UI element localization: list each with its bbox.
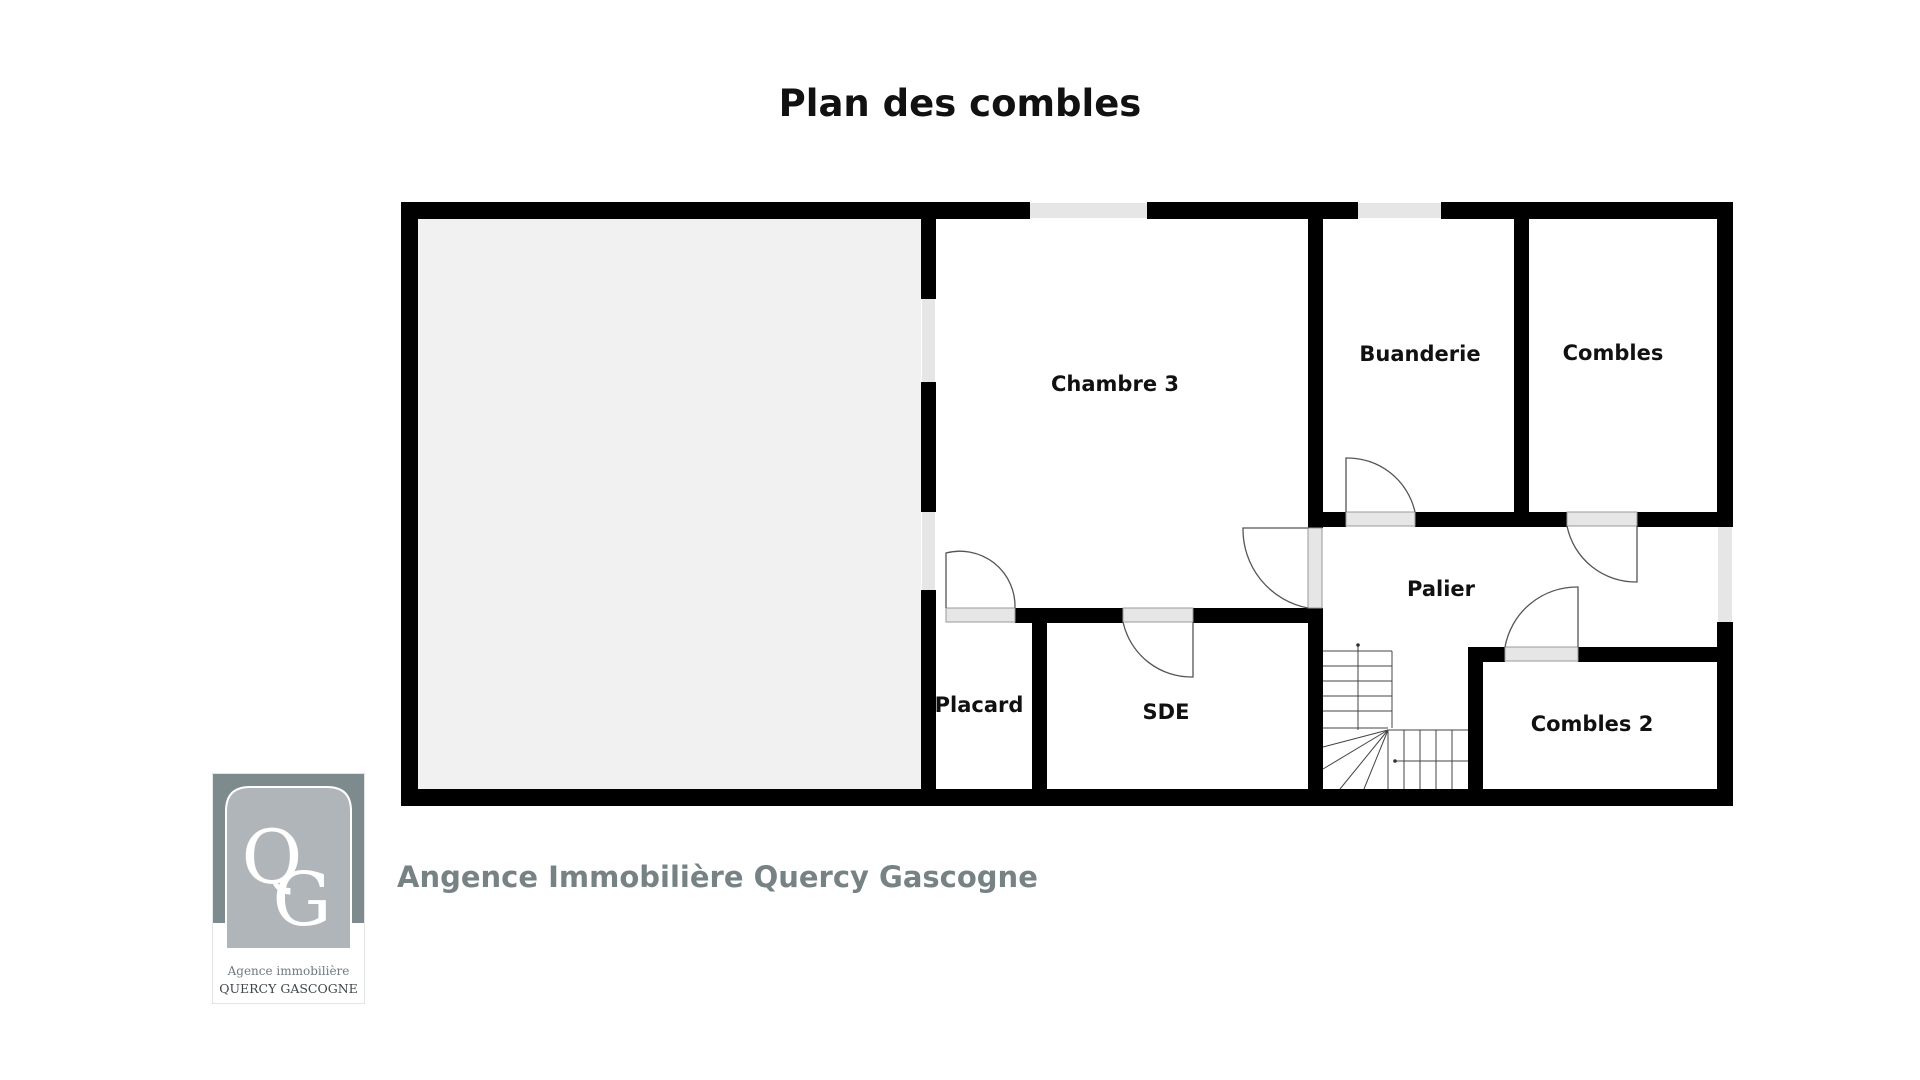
wall-chambre-left-3 [921,590,936,789]
wall-chambre-left-1 [921,219,936,299]
room-label-buanderie: Buanderie [1359,342,1480,366]
door-swing-combles2 [1504,586,1579,648]
wall-combles2-left [1468,647,1483,789]
window-chambre-top [1030,203,1147,218]
logo-monogram-q: Q [242,815,303,901]
room-label-placard: Placard [935,693,1024,717]
wall-top-middle [1147,202,1358,219]
opening-chambre-left-1 [922,299,935,382]
wall-bottom [401,789,1733,806]
wall-placard-right [1032,608,1047,789]
door-threshold-placard [945,607,1016,623]
wall-chambre-left-2 [921,382,936,512]
page-title: Plan des combles [778,82,1142,125]
walls [401,202,1733,806]
door-threshold-sde [1122,607,1194,623]
stair-marker-2 [1393,759,1397,763]
room-label-combles: Combles [1563,341,1664,365]
agency-name: Angence Immobilière Quercy Gascogne [397,860,1038,894]
wall-chambre-right-1 [1308,219,1323,528]
wall-chambre-bottom-2 [1193,608,1323,623]
window-buanderie-top [1358,203,1441,218]
door-threshold-combles [1566,511,1638,527]
wall-right-bottom [1717,622,1733,806]
door-swing-buanderie [1345,457,1416,513]
logo-caption-2: QUERCY GASCOGNE [219,981,358,996]
wall-palier-top-3 [1637,512,1717,527]
wall-top-left [401,202,1030,219]
room-label-palier: Palier [1407,577,1476,601]
wall-left [401,202,418,806]
logo-caption-1: Agence immobilière [227,964,350,978]
wall-combles2-top-2 [1578,647,1733,662]
staircase [1322,646,1468,790]
stair-marker-1 [1356,643,1360,647]
room-label-combles-2: Combles 2 [1531,712,1654,736]
door-swings [945,457,1638,678]
wall-top-right [1441,202,1733,219]
door-swing-sde [1122,621,1194,678]
door-threshold-buanderie [1345,511,1416,527]
agency-logo: Q G Agence immobilière QUERCY GASCOGNE [212,773,365,1004]
wall-chambre-bottom-1 [1015,608,1123,623]
wall-buanderie-right [1514,219,1529,527]
door-swing-combles [1566,525,1638,583]
door-thresholds [945,511,1638,662]
wall-sde-right [1308,608,1323,789]
door-swing-chambre [1242,527,1309,609]
room-label-chambre-3: Chambre 3 [1051,372,1179,396]
window-palier-right [1718,527,1732,622]
door-threshold-chambre [1307,527,1323,609]
wall-right-top [1717,202,1733,527]
door-swing-placard [945,550,1016,609]
logo-monogram-g: G [272,857,331,943]
windows [922,203,1732,622]
opening-chambre-left-2 [922,512,935,590]
wall-palier-top-2 [1415,512,1567,527]
room-label-sde: SDE [1143,700,1190,724]
door-threshold-combles2 [1504,646,1579,662]
unused-area [418,218,921,790]
wall-combles2-top-1 [1468,647,1505,662]
wall-palier-top-1 [1323,512,1346,527]
